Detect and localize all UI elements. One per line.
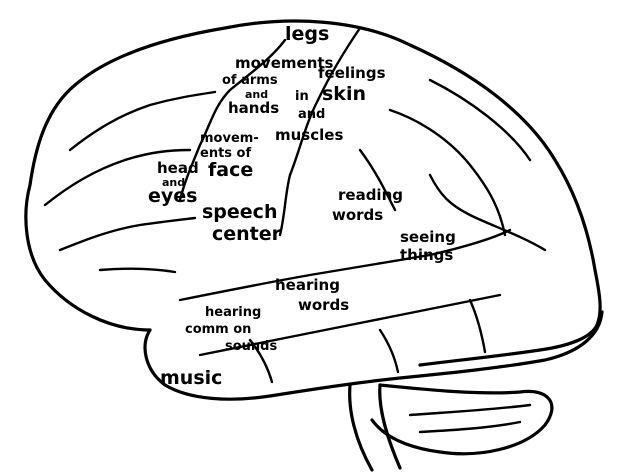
frontal-sulcus-1 xyxy=(68,90,217,152)
label-hands: hands xyxy=(228,99,279,117)
label-feelings: feelings xyxy=(318,64,386,82)
label-muscles: muscles xyxy=(275,126,343,144)
temporal-sulcus-3 xyxy=(248,338,274,384)
superior-temporal-sulcus xyxy=(198,293,502,357)
label-speech: speech xyxy=(202,201,277,223)
occipital-sulcus xyxy=(428,173,547,252)
parietal-sulcus-3 xyxy=(358,148,397,212)
label-eyes: eyes xyxy=(148,185,197,207)
label-hearing-1: hearing xyxy=(275,276,340,294)
cerebellum-fold-1 xyxy=(408,403,532,417)
precentral-sulcus xyxy=(178,38,287,202)
brain-stem-right xyxy=(378,383,402,470)
label-words-2: words xyxy=(298,296,349,314)
label-reading: reading xyxy=(338,186,403,204)
label-legs: legs xyxy=(285,23,329,45)
label-music: music xyxy=(160,367,222,389)
label-head: head xyxy=(157,159,199,177)
label-skin: skin xyxy=(322,83,366,105)
label-and-1: and xyxy=(245,88,268,101)
label-movements: movements xyxy=(235,54,334,72)
label-seeing: seeing xyxy=(400,228,456,246)
label-common: comm on xyxy=(185,322,251,337)
temporal-lobe-outline xyxy=(143,310,604,401)
lateral-fissure xyxy=(178,228,512,302)
cerebellum-fold-2 xyxy=(418,420,522,434)
temporal-sulcus-2 xyxy=(468,298,487,354)
label-and-3: and xyxy=(162,176,185,189)
label-and-2: and xyxy=(298,107,325,122)
label-hearing-2: hearing xyxy=(205,305,261,320)
label-ents-of: ents of xyxy=(200,146,251,161)
temporal-sulcus-1 xyxy=(378,328,400,374)
cerebrum-outline xyxy=(24,19,602,367)
label-face: face xyxy=(208,159,253,181)
frontal-sulcus-2 xyxy=(43,148,192,207)
frontal-sulcus-4 xyxy=(98,267,177,274)
label-words-1: words xyxy=(332,206,383,224)
label-center: center xyxy=(212,223,282,245)
label-of-arms: of arms xyxy=(222,73,278,88)
parietal-sulcus-1 xyxy=(388,108,507,237)
label-sounds: sounds xyxy=(225,339,277,354)
label-movements-2: movem- xyxy=(200,131,259,146)
central-sulcus xyxy=(278,26,362,237)
brain-stem-left xyxy=(348,383,374,472)
parietal-sulcus-2 xyxy=(428,78,532,162)
frontal-sulcus-3 xyxy=(58,216,197,252)
label-things: things xyxy=(400,246,453,264)
cerebellum-outline xyxy=(370,383,554,456)
label-in: in xyxy=(295,89,309,104)
